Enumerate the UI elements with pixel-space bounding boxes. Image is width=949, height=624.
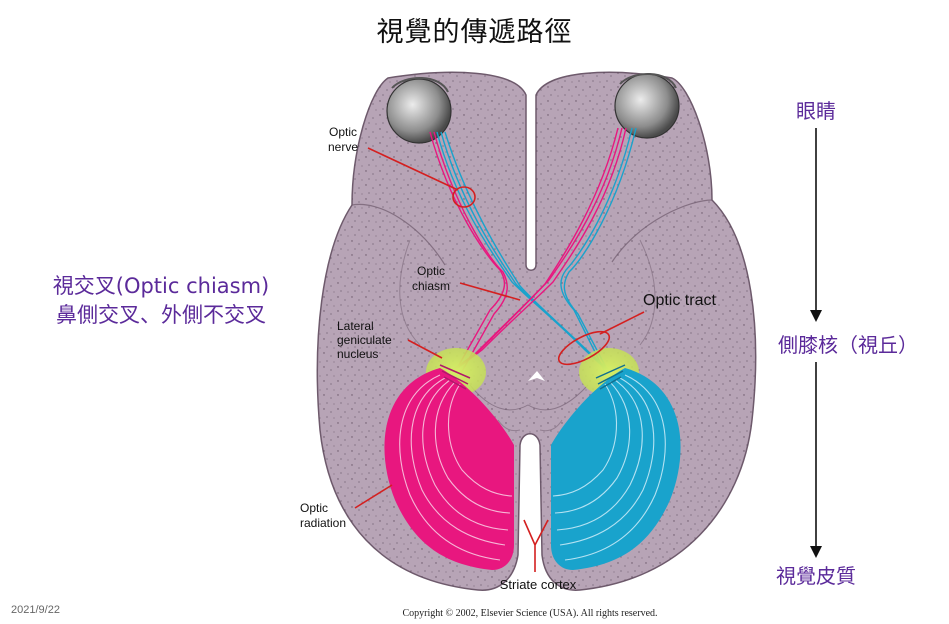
label-optic-chiasm-1: Optic — [417, 264, 445, 278]
left-eye — [386, 76, 452, 144]
flow-step-visual-cortex: 視覺皮質 — [776, 564, 856, 588]
label-optic-radiation-2: radiation — [300, 516, 346, 530]
flow-arrow-2-head — [810, 546, 822, 558]
label-optic-chiasm-2: chiasm — [412, 279, 450, 293]
label-lgn-3: nucleus — [337, 347, 378, 361]
flow-step-eyes: 眼睛 — [796, 99, 836, 123]
optic-chiasm-pointer — [459, 282, 521, 301]
slide-title: 視覺的傳遞路徑 — [376, 17, 573, 48]
label-optic-nerve-1: Optic — [329, 125, 357, 139]
lgn-pointer — [407, 339, 443, 359]
label-lgn-1: Lateral — [337, 319, 374, 333]
optic-chiasm-note: 視交叉(Optic chiasm) 鼻側交叉、外側不交叉 — [16, 272, 306, 330]
blue-optic-radiation — [551, 368, 681, 570]
optic-tract-marker — [557, 330, 611, 366]
slide-date: 2021/9/22 — [11, 604, 60, 616]
optic-radiation-pointer — [354, 484, 393, 509]
label-optic-nerve-2: nerve — [328, 140, 358, 154]
right-eye — [614, 72, 680, 139]
label-lgn-2: geniculate — [337, 333, 392, 347]
striate-cortex-pointer — [523, 519, 549, 572]
flow-arrows — [810, 128, 822, 558]
label-striate-cortex: Striate cortex — [500, 577, 577, 592]
midline-arrowhead — [528, 371, 545, 381]
label-optic-radiation-1: Optic — [300, 501, 328, 515]
left-lgn-layers — [439, 364, 471, 390]
flow-step-lgn: 側膝核（視丘） — [778, 333, 918, 357]
pink-optic-radiation — [384, 368, 514, 570]
label-optic-tract: Optic tract — [643, 292, 716, 309]
optic-chiasm-note-line2: 鼻側交叉、外側不交叉 — [56, 303, 266, 327]
optic-chiasm-note-line1: 視交叉(Optic chiasm) — [52, 274, 270, 298]
flow-arrow-1-head — [810, 310, 822, 322]
pointer-lines — [354, 147, 645, 572]
optic-tract-pointer — [599, 311, 645, 335]
optic-nerve-fibers — [429, 127, 637, 381]
right-lgn-layers — [595, 364, 626, 390]
optic-nerve-pointer — [367, 147, 459, 191]
brain — [316, 71, 757, 591]
optic-nerve-marker — [452, 186, 476, 208]
copyright-notice: Copyright © 2002, Elsevier Science (USA)… — [402, 608, 658, 619]
